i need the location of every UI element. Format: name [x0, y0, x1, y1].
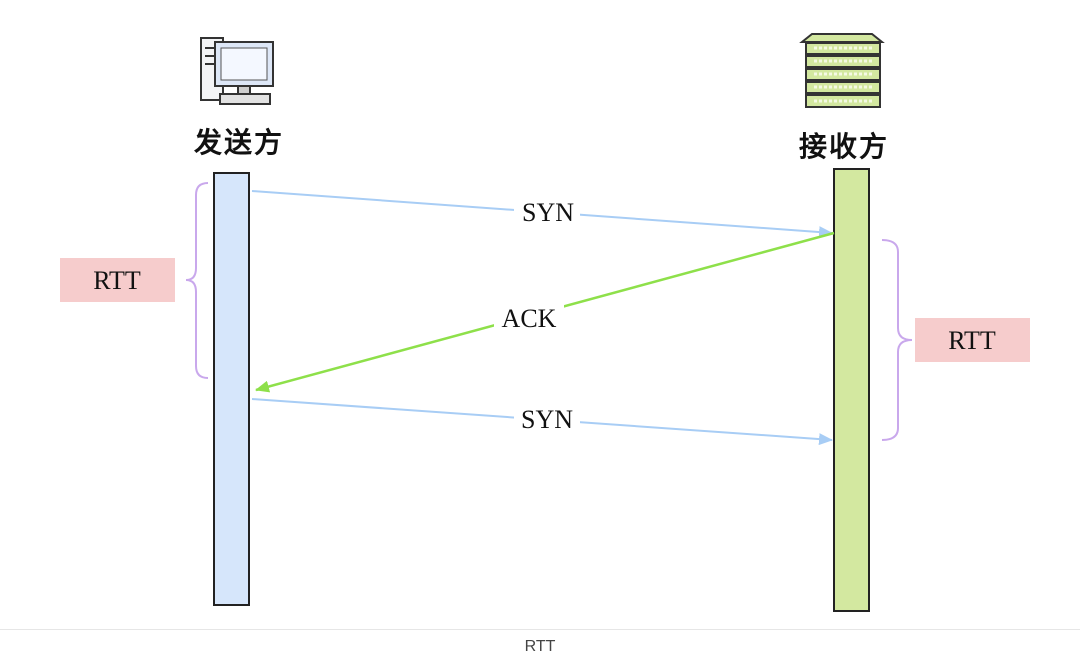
rtt-box-right [915, 318, 1030, 362]
receiver-timeline-bar [833, 168, 870, 612]
syn-label-2: SYN [521, 405, 573, 434]
rtt-label-right: RTT [948, 326, 996, 355]
caption-divider [0, 629, 1080, 630]
rtt-brace-right [881, 239, 913, 441]
figure-caption: RTT [524, 638, 556, 655]
rtt-label-left: RTT [93, 266, 141, 295]
rtt-box-left [60, 258, 175, 302]
server-stack-icon [799, 33, 885, 108]
sender-timeline-bar [213, 172, 250, 606]
sender-label: 发送方 [193, 126, 284, 159]
receiver-label: 接收方 [799, 130, 889, 163]
rtt-diagram: 发送方 接收方 SYN ACK SYN RTT RTT [60, 33, 1030, 612]
desktop-computer-icon [200, 37, 274, 105]
syn-label-1: SYN [522, 198, 574, 227]
rtt-brace-left [185, 182, 209, 379]
ack-label: ACK [502, 304, 557, 333]
